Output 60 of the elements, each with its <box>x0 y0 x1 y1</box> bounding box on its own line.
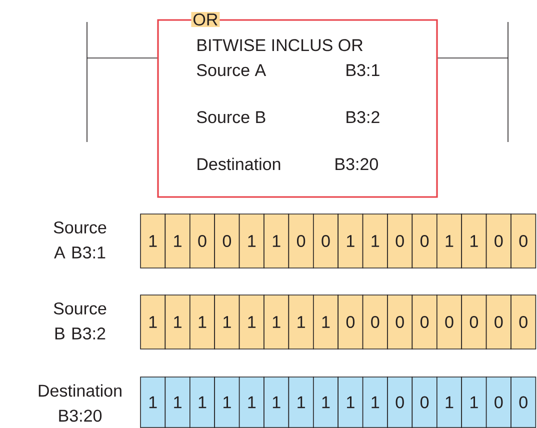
bit-cell: 0 <box>486 376 512 428</box>
bit-cell: 1 <box>313 294 338 350</box>
bit-cell: 0 <box>510 376 536 428</box>
bit-cell: 1 <box>164 376 190 428</box>
bit-cell: 1 <box>238 294 264 350</box>
row-label: Source A B3:1 <box>54 221 106 259</box>
bit-cell: 1 <box>461 214 487 268</box>
instruction-box <box>157 12 438 198</box>
bit-cell: 1 <box>214 294 240 350</box>
parameter-name: Source B <box>196 111 266 124</box>
bit-cell: 0 <box>214 214 240 268</box>
bit-cell: 0 <box>362 294 388 350</box>
bit-cell: 1 <box>264 376 290 428</box>
bit-cell: 0 <box>387 214 413 268</box>
bit-cell: 0 <box>486 214 512 268</box>
bit-cell: 0 <box>510 214 536 268</box>
bit-cell: 0 <box>387 294 413 350</box>
bit-cell: 1 <box>288 376 314 428</box>
bit-cell: 1 <box>436 214 462 268</box>
parameter-value: B3:1 <box>346 64 380 76</box>
parameter-value: B3:2 <box>346 111 380 124</box>
bit-cell: 1 <box>140 376 166 428</box>
bit-cell: 0 <box>412 294 438 350</box>
parameter-value: B3:20 <box>336 158 378 170</box>
bit-cell: 1 <box>214 376 240 428</box>
bit-cell: 1 <box>313 376 338 428</box>
bit-cell: 1 <box>140 214 166 268</box>
bit-cell: 0 <box>486 294 512 350</box>
bit-cell: 0 <box>436 294 462 350</box>
bit-cell: 1 <box>288 294 314 350</box>
row-label: Source B B3:2 <box>54 302 106 340</box>
parameter-name: Source A <box>196 64 266 76</box>
bit-cell: 1 <box>338 214 364 268</box>
bit-cell: 1 <box>362 214 388 268</box>
instruction-label: OR <box>191 12 220 28</box>
bit-cell: 1 <box>461 376 487 428</box>
bit-cell: 1 <box>338 376 364 428</box>
bit-cell: 0 <box>338 294 364 350</box>
instruction-name: BITWISE INCLUS OR <box>198 39 363 52</box>
bit-cell: 1 <box>190 294 215 350</box>
bit-cell: 1 <box>238 376 264 428</box>
bit-cell: 0 <box>288 214 314 268</box>
bit-cell: 0 <box>412 376 438 428</box>
bit-cell: 1 <box>264 214 290 268</box>
bit-cell: 0 <box>412 214 438 268</box>
bit-cell: 1 <box>164 214 190 268</box>
bit-cell: 1 <box>140 294 166 350</box>
bit-cell: 0 <box>313 214 338 268</box>
bit-cell: 0 <box>387 376 413 428</box>
bit-cell: 1 <box>264 294 290 350</box>
bit-cell: 1 <box>362 376 388 428</box>
bit-cell: 0 <box>461 294 487 350</box>
bit-cell: 0 <box>190 214 215 268</box>
bit-cell: 1 <box>164 294 190 350</box>
bit-cell: 1 <box>190 376 215 428</box>
bit-cell: 1 <box>436 376 462 428</box>
bit-cell: 0 <box>510 294 536 350</box>
parameter-name: Destination <box>198 158 280 170</box>
row-label: Destination B3:20 <box>38 384 122 422</box>
bit-cell: 1 <box>238 214 264 268</box>
